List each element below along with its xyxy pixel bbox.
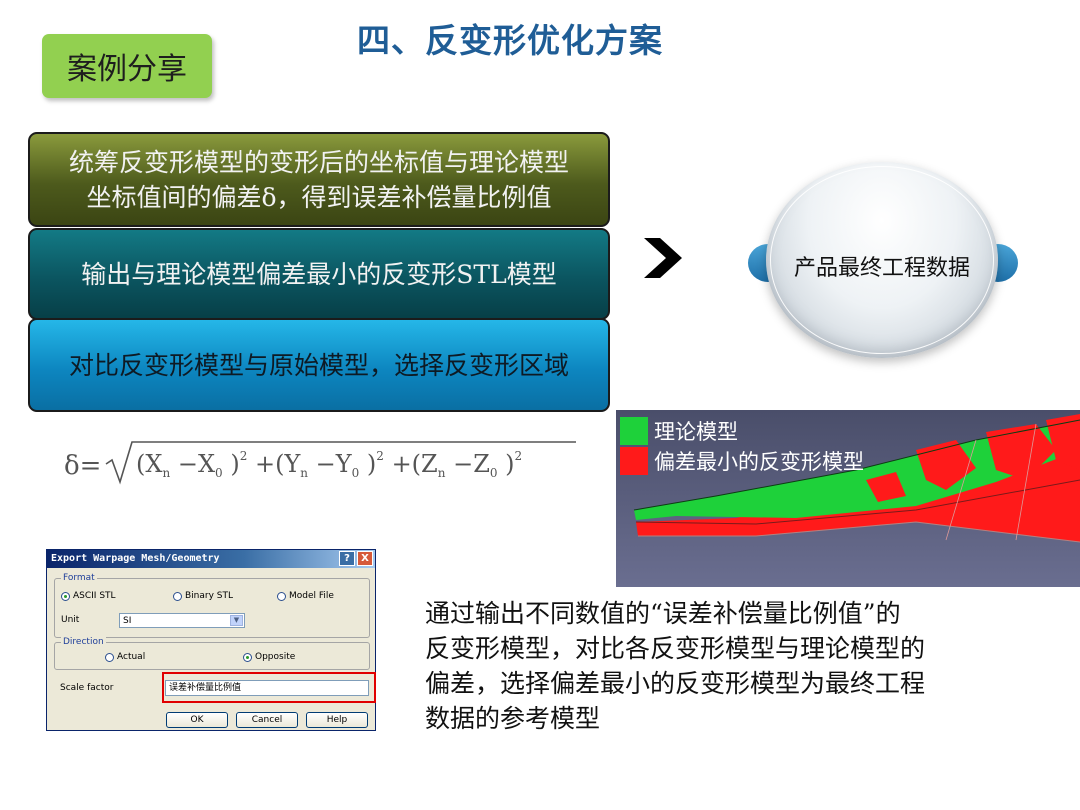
scale-factor-input[interactable]: 误差补偿量比例值 bbox=[165, 680, 369, 696]
export-dialog: Export Warpage Mesh/Geometry ? X Format … bbox=[46, 549, 376, 731]
legend-deform-label: 偏差最小的反变形模型 bbox=[654, 450, 864, 474]
ok-button[interactable]: OK bbox=[166, 712, 228, 728]
dialog-titlebar[interactable]: Export Warpage Mesh/Geometry ? X bbox=[47, 550, 375, 568]
legend-deform-model: 偏差最小的反变形模型 bbox=[620, 446, 864, 476]
result-orb: 产品最终工程数据 bbox=[748, 160, 1018, 360]
desc-line-1: 通过输出不同数值的“误差补偿量比例值”的 bbox=[425, 599, 901, 628]
unit-select[interactable]: SI ▼ bbox=[119, 613, 245, 628]
dialog-title: Export Warpage Mesh/Geometry bbox=[51, 553, 220, 564]
step-box-export-stl: 输出与理论模型偏差最小的反变形STL模型 bbox=[28, 228, 610, 320]
desc-line-4: 数据的参考模型 bbox=[425, 704, 601, 733]
deviation-formula: δ= (Xn −X0 )2 +(Yn −Y0 )2 +(Zn −Z0 )2 bbox=[64, 438, 576, 485]
step3-line1: 对比反变形模型与原始模型，选择反变形区域 bbox=[68, 350, 569, 380]
format-group: Format ASCII STL Binary STL Model File U… bbox=[54, 573, 370, 638]
unit-label: Unit bbox=[61, 615, 80, 625]
model-comparison-image: 理论模型 偏差最小的反变形模型 bbox=[616, 410, 1080, 587]
desc-line-3: 偏差，选择偏差最小的反变形模型为最终工程 bbox=[425, 669, 926, 698]
step-box-deviation: 统筹反变形模型的变形后的坐标值与理论模型 坐标值间的偏差δ，得到误差补偿量比例值 bbox=[28, 132, 610, 227]
desc-line-2: 反变形模型，对比各反变形模型与理论模型的 bbox=[425, 634, 926, 663]
radio-model-file[interactable]: Model File bbox=[277, 591, 334, 601]
step1-line1: 统筹反变形模型的变形后的坐标值与理论模型 bbox=[68, 147, 569, 177]
radio-opposite[interactable]: Opposite bbox=[243, 652, 295, 662]
legend-theory-label: 理论模型 bbox=[654, 420, 738, 444]
chevron-right-icon bbox=[644, 238, 682, 278]
orb-label: 产品最终工程数据 bbox=[793, 256, 970, 281]
step2-line1: 输出与理论模型偏差最小的反变形STL模型 bbox=[81, 259, 557, 289]
highlight-box bbox=[162, 672, 376, 703]
case-share-tag: 案例分享 bbox=[42, 34, 212, 98]
formula-body: (Xn −X0 )2 +(Yn −Y0 )2 +(Zn −Z0 )2 bbox=[136, 438, 522, 483]
legend-swatch-green bbox=[620, 417, 648, 445]
legend-theory-model: 理论模型 bbox=[620, 416, 738, 446]
step1-line2: 坐标值间的偏差δ，得到误差补偿量比例值 bbox=[86, 182, 552, 212]
cancel-button[interactable]: Cancel bbox=[236, 712, 298, 728]
format-group-label: Format bbox=[61, 573, 97, 583]
radio-binary-stl[interactable]: Binary STL bbox=[173, 591, 233, 601]
close-icon[interactable]: X bbox=[357, 551, 373, 566]
model-render bbox=[616, 410, 1080, 587]
step-box-compare: 对比反变形模型与原始模型，选择反变形区域 bbox=[28, 318, 610, 412]
help-icon[interactable]: ? bbox=[339, 551, 355, 566]
formula-lhs: δ= bbox=[64, 451, 101, 481]
direction-group-label: Direction bbox=[61, 637, 106, 647]
orb-body: 产品最终工程数据 bbox=[766, 162, 998, 358]
description-text: 通过输出不同数值的“误差补偿量比例值”的 反变形模型，对比各反变形模型与理论模型… bbox=[425, 596, 1025, 736]
radio-actual[interactable]: Actual bbox=[105, 652, 145, 662]
slide-title: 四、反变形优化方案 bbox=[357, 21, 663, 60]
legend-swatch-red bbox=[620, 447, 648, 475]
direction-group: Direction Actual Opposite bbox=[54, 637, 370, 670]
help-button[interactable]: Help bbox=[306, 712, 368, 728]
radio-ascii-stl[interactable]: ASCII STL bbox=[61, 591, 116, 601]
scale-factor-label: Scale factor bbox=[60, 683, 114, 693]
chevron-down-icon: ▼ bbox=[230, 615, 243, 626]
